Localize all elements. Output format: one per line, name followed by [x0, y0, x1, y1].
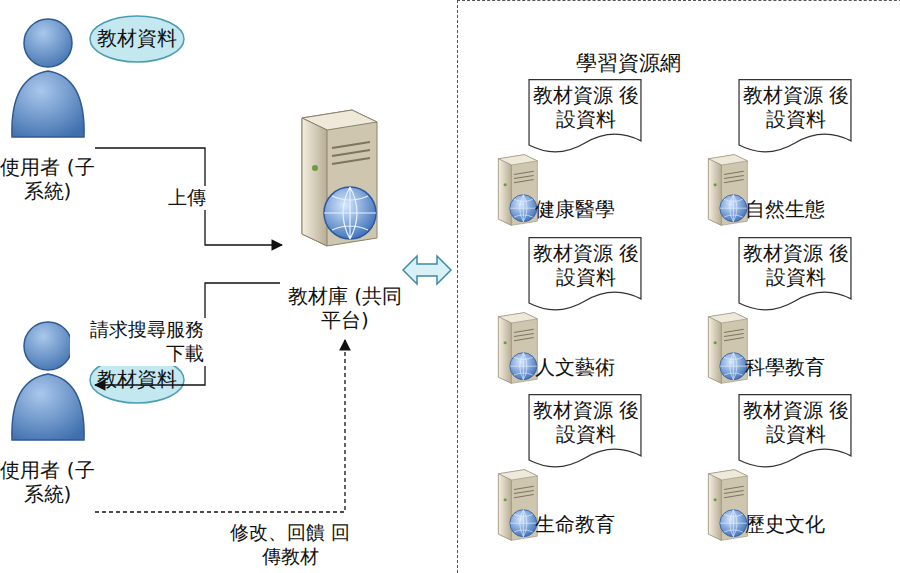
- edge-label: 請求搜尋服務 下載: [70, 318, 206, 366]
- server-node: 教材資源 後設資料歷史文化: [701, 394, 871, 554]
- node-label: 教材資源 後設資料: [741, 241, 851, 289]
- server-node: 教材資源 後設資料自然生態: [701, 79, 871, 239]
- node-label: 學習資源網: [553, 51, 703, 76]
- node-label: 教材資源 後設資料: [531, 241, 641, 289]
- node-label: 教材資源 後設資料: [531, 83, 641, 131]
- server-node: 教材資源 後設資料人文藝術: [491, 237, 661, 397]
- server-node: 教材資源 後設資料生命教育: [491, 394, 661, 554]
- node-caption: 歷史文化: [745, 512, 855, 536]
- region-box: 學習資源網教材資源 後設資料健康醫學教材資源 後設資料自然生態教材資源 後設資料…: [457, 0, 900, 573]
- node-label: 教材資源 後設資料: [741, 398, 851, 446]
- data-ellipse: 教材資料: [90, 16, 184, 62]
- node-label: 使用者 (子系統): [0, 458, 95, 506]
- node-label: 教材資源 後設資料: [531, 398, 641, 446]
- node-caption: 自然生態: [745, 197, 855, 221]
- server-node: 教材資源 後設資料健康醫學: [491, 79, 661, 239]
- node-label: 教材資料: [90, 367, 184, 391]
- node-caption: 健康醫學: [535, 197, 645, 221]
- node-label: 使用者 (子系統): [0, 155, 95, 203]
- connector: [95, 340, 345, 512]
- server-node: 教材庫 (共同平台): [275, 108, 415, 338]
- edge-label: 上傳: [160, 186, 208, 210]
- node-label: 教材資料: [90, 26, 184, 50]
- node-caption: 人文藝術: [535, 355, 645, 379]
- node-label: 教材資源 後設資料: [741, 83, 851, 131]
- edge-label: 修改、回饋 回傳教材: [226, 521, 354, 569]
- server-node: 教材資源 後設資料科學教育: [701, 237, 871, 397]
- double-arrow: [403, 256, 451, 284]
- node-label: 教材庫 (共同平台): [280, 284, 410, 332]
- node-caption: 科學教育: [745, 355, 855, 379]
- user-figure: 使用者 (子系統): [0, 15, 95, 215]
- node-caption: 生命教育: [535, 512, 645, 536]
- connector: [95, 148, 282, 245]
